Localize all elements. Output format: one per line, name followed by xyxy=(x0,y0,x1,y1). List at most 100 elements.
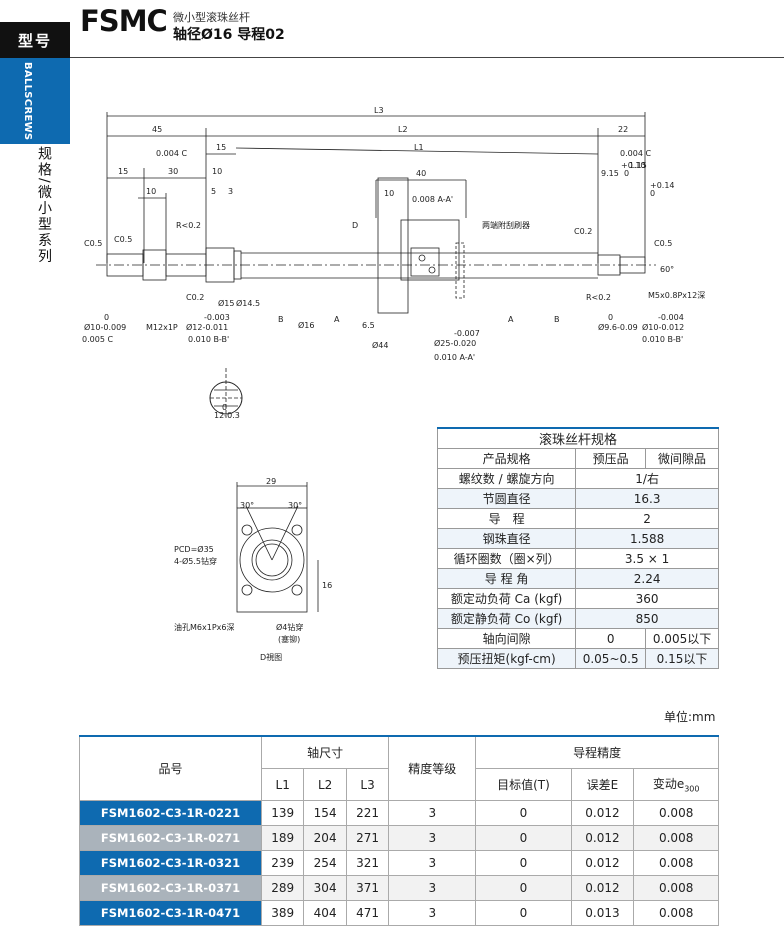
tol-frame-6: 0.010 A-A' xyxy=(434,353,475,362)
dia-10-tol: 0 xyxy=(104,313,109,322)
dim-3: 3 xyxy=(228,187,233,196)
spec-h-product: 产品规格 xyxy=(436,448,577,469)
dia-10: Ø10-0.009 xyxy=(84,322,126,332)
dim-10c: 10 xyxy=(384,189,394,198)
dia-25-tol: -0.007 xyxy=(454,329,480,338)
tol-plus010: +0.10 xyxy=(621,161,646,170)
flange-width: 29 xyxy=(266,477,276,486)
tol-frame-1: 0.004 C xyxy=(156,149,187,158)
dia-12: Ø12-0.011 xyxy=(186,322,228,332)
flange-view-label: D視图 xyxy=(260,653,282,662)
dim-5: 5 xyxy=(211,187,216,196)
h-l1: L1 xyxy=(260,768,305,801)
model-title: FSMC xyxy=(80,4,168,38)
thread-m5: M5x0.8Px12深 xyxy=(648,291,705,300)
dim-9-15: 9.15 xyxy=(601,169,619,178)
model-spec: 轴径Ø16 导程02 xyxy=(173,27,285,43)
dim-1-15: 1.15 xyxy=(629,161,647,170)
tol-frame-3: 0.005 C xyxy=(82,335,113,344)
tol-zero-a: 0 xyxy=(624,169,629,178)
h-l2: L2 xyxy=(303,768,347,801)
angle-60: 60° xyxy=(660,265,674,274)
dim-10b: 10 xyxy=(212,167,222,176)
part-number: FSM1602-C3-1R-0221 xyxy=(79,800,262,826)
key-width-tol: 0 xyxy=(222,403,227,412)
dim-15b: 15 xyxy=(118,167,128,176)
h-part-number: 品号 xyxy=(79,735,262,801)
radius-left: R<0.2 xyxy=(176,221,201,230)
dim-22: 22 xyxy=(618,125,628,134)
chamfer-c05-right: C0.5 xyxy=(654,239,672,248)
section-tab: 型号 xyxy=(0,22,70,58)
dim-10a: 10 xyxy=(146,187,156,196)
dia-10r: Ø10-0.012 xyxy=(642,322,684,332)
flange-16: 16 xyxy=(322,581,332,590)
dia-9-6-tol: 0 xyxy=(608,313,613,322)
dia-25: Ø25-0.020 xyxy=(434,338,476,348)
technical-drawing: L3 45 L2 22 15 L1 15 30 10 10 5 3 40 10 … xyxy=(82,106,705,662)
chamfer-c02-left: C0.2 xyxy=(186,293,204,302)
dim-30: 30 xyxy=(168,167,178,176)
dia-9-6: Ø9.6-0.09 xyxy=(598,322,638,332)
wiper-note: 两端附刮刷器 xyxy=(482,220,530,230)
datum-a-right: A xyxy=(508,315,514,324)
datum-b-left: B xyxy=(278,315,284,324)
h-variation: 变动e300 xyxy=(633,768,719,801)
part-number: FSM1602-C3-1R-0471 xyxy=(79,900,262,926)
view-marker-d: D xyxy=(352,221,358,230)
flange-angle-left: 30° xyxy=(240,501,254,510)
h-error: 误差E xyxy=(570,768,635,801)
h-target: 目标值(T) xyxy=(475,768,572,801)
dim-15a: 15 xyxy=(216,143,226,152)
radius-right: R<0.2 xyxy=(586,293,611,302)
dia-15: Ø15 xyxy=(218,298,234,308)
chamfer-c02-right: C0.2 xyxy=(574,227,592,236)
dia-10r-tol: -0.004 xyxy=(658,313,684,322)
flange-angle-right: 30° xyxy=(288,501,302,510)
header-rule xyxy=(70,57,784,58)
spec-title: 滚珠丝杆规格 xyxy=(437,427,719,449)
part-number: FSM1602-C3-1R-0321 xyxy=(79,850,262,876)
side-banner xyxy=(0,58,70,144)
dim-6-5: 6.5 xyxy=(362,321,375,330)
dim-40: 40 xyxy=(416,169,426,178)
part-number: FSM1602-C3-1R-0271 xyxy=(79,825,262,851)
product-table: 品号 轴尺寸 精度等级 导程精度 L1 L2 L3 目标值(T) 误差E 变动e… xyxy=(79,735,719,926)
datum-b-right: B xyxy=(554,315,560,324)
chamfer-c05-2: C0.5 xyxy=(114,235,132,244)
spec-row: 额定动负荷 Ca (kgf)360 xyxy=(436,588,719,609)
dia-12-tol: -0.003 xyxy=(204,313,230,322)
dim-45: 45 xyxy=(152,125,162,134)
tol-frame-7: 0.010 B-B' xyxy=(642,335,683,344)
side-category: 规格/微小型系列 xyxy=(36,146,52,265)
dia-16: Ø16 xyxy=(298,320,314,330)
dia-44: Ø44 xyxy=(372,340,388,350)
h-l3: L3 xyxy=(345,768,390,801)
tol-plus014: +0.14 xyxy=(650,181,675,190)
unit-label: 单位:mm xyxy=(664,710,716,724)
flange-seal: (塞铆) xyxy=(278,634,300,644)
key-width: 12-0.3 xyxy=(214,411,240,420)
tol-frame-5: 0.008 A-A' xyxy=(412,195,453,204)
thread-m12: M12x1P xyxy=(146,323,178,332)
spec-row: 额定静负荷 Co (kgf)850 xyxy=(436,608,719,629)
datum-a-left: A xyxy=(334,315,340,324)
dim-l1: L1 xyxy=(414,143,424,152)
spec-h-preload: 预压品 xyxy=(575,448,647,469)
chamfer-c05-left: C0.5 xyxy=(84,239,102,248)
dim-l3: L3 xyxy=(374,106,384,115)
tol-frame-4: 0.010 B-B' xyxy=(188,335,229,344)
side-banner-label: BALLSCREWS xyxy=(22,62,33,141)
flange-holes: 4-Ø5.5钻穿 xyxy=(174,556,217,566)
